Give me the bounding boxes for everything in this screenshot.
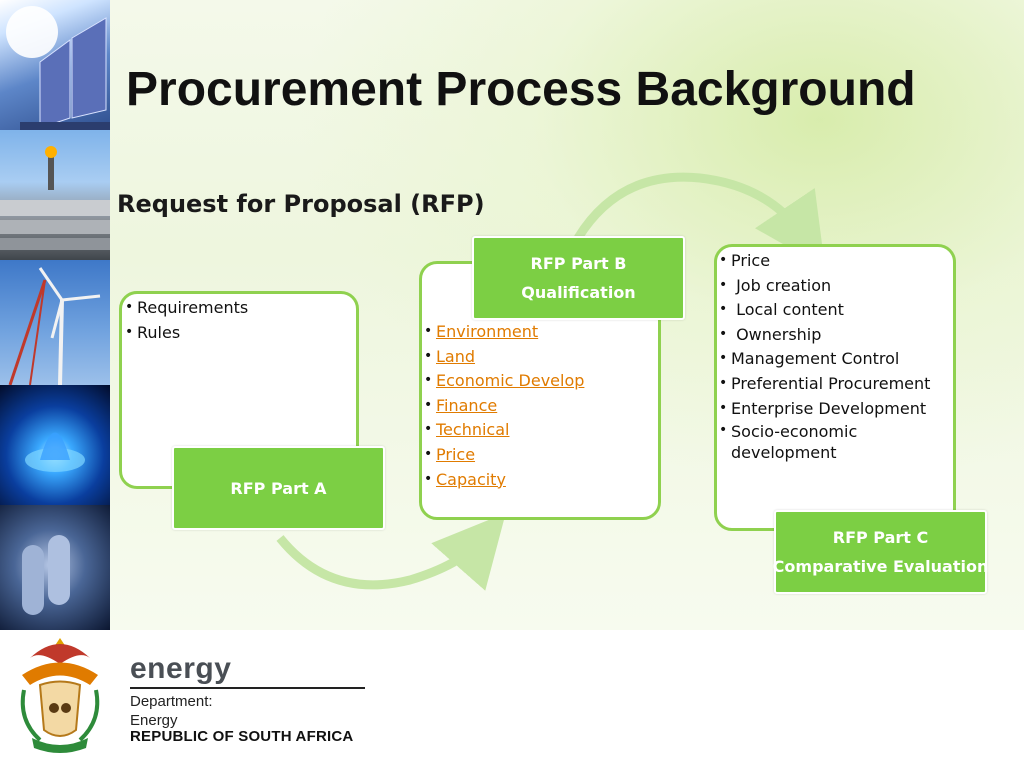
list-item: Economic Develop xyxy=(424,368,585,394)
economic-develop-link[interactable]: Economic Develop xyxy=(436,371,585,391)
part-a-title: RFP Part A xyxy=(230,478,327,498)
part-c-title: RFP Part C xyxy=(832,528,929,547)
part-b-subtitle: Qualification xyxy=(521,283,636,302)
arrow-b-to-c xyxy=(574,172,826,268)
price-link[interactable]: Price xyxy=(436,444,476,464)
list-item: Enterprise Development xyxy=(719,396,951,422)
list-item: Management Control xyxy=(719,346,951,372)
list-item: Capacity xyxy=(424,467,584,493)
footer: energy Department: Energy REPUBLIC OF SO… xyxy=(0,630,1024,768)
dept-line-1: Department: xyxy=(130,693,213,710)
photo-strip xyxy=(0,0,110,630)
rfp-part-a-label: RFP Part A xyxy=(172,446,385,530)
list-item: Local content xyxy=(719,297,951,323)
rfp-part-c-box: Price Job creation Local content Ownersh… xyxy=(714,244,956,531)
arrow-a-to-b xyxy=(276,512,506,591)
part-b-title: RFP Part B xyxy=(530,254,627,273)
rfp-part-b-label: RFP Part B Qualification xyxy=(472,236,685,320)
slide-subtitle: Request for Proposal (RFP) xyxy=(117,190,485,218)
list-item: Ownership xyxy=(719,322,951,348)
department-name: Department: Energy xyxy=(130,692,213,730)
land-link[interactable]: Land xyxy=(436,346,476,366)
light-bulb-image xyxy=(0,505,110,630)
country-name: REPUBLIC OF SOUTH AFRICA xyxy=(130,728,354,745)
rfp-part-c-label: RFP Part C Comparative Evaluation xyxy=(772,510,989,594)
environment-link[interactable]: Environment xyxy=(436,322,539,341)
list-item: Price xyxy=(719,248,951,274)
list-item: Requirements xyxy=(125,295,248,321)
list-item: Environment xyxy=(424,319,584,345)
list-item: Socio-economic development xyxy=(719,420,951,463)
list-item: Land xyxy=(424,344,584,370)
list-item: Preferential Procurement xyxy=(719,371,951,397)
gas-flame-image xyxy=(0,385,110,505)
list-item: Finance xyxy=(424,393,584,419)
slide: Procurement Process Background Request f… xyxy=(0,0,1024,630)
capacity-link[interactable]: Capacity xyxy=(436,469,506,489)
gas-pipeline-image xyxy=(0,130,110,260)
solar-panel-image xyxy=(0,0,110,130)
wind-turbine-image xyxy=(0,260,110,385)
brand-divider xyxy=(130,687,365,689)
part-c-list: Price Job creation Local content Ownersh… xyxy=(719,248,951,463)
list-item: Job creation xyxy=(719,273,951,299)
list-item: Price xyxy=(424,442,584,468)
part-a-list: Requirements Rules xyxy=(125,295,248,346)
dept-line-2: Energy xyxy=(130,712,178,729)
part-c-subtitle: Comparative Evaluation xyxy=(772,557,989,576)
list-item: Rules xyxy=(125,320,248,346)
part-b-list: Environment Land Economic Develop Financ… xyxy=(424,319,585,493)
energy-brand-logo: energy xyxy=(130,652,232,685)
coat-of-arms-icon xyxy=(20,638,100,753)
finance-link[interactable]: Finance xyxy=(436,395,498,415)
slide-title: Procurement Process Background xyxy=(126,63,916,116)
list-item: Technical xyxy=(424,417,584,443)
technical-link[interactable]: Technical xyxy=(436,420,510,440)
